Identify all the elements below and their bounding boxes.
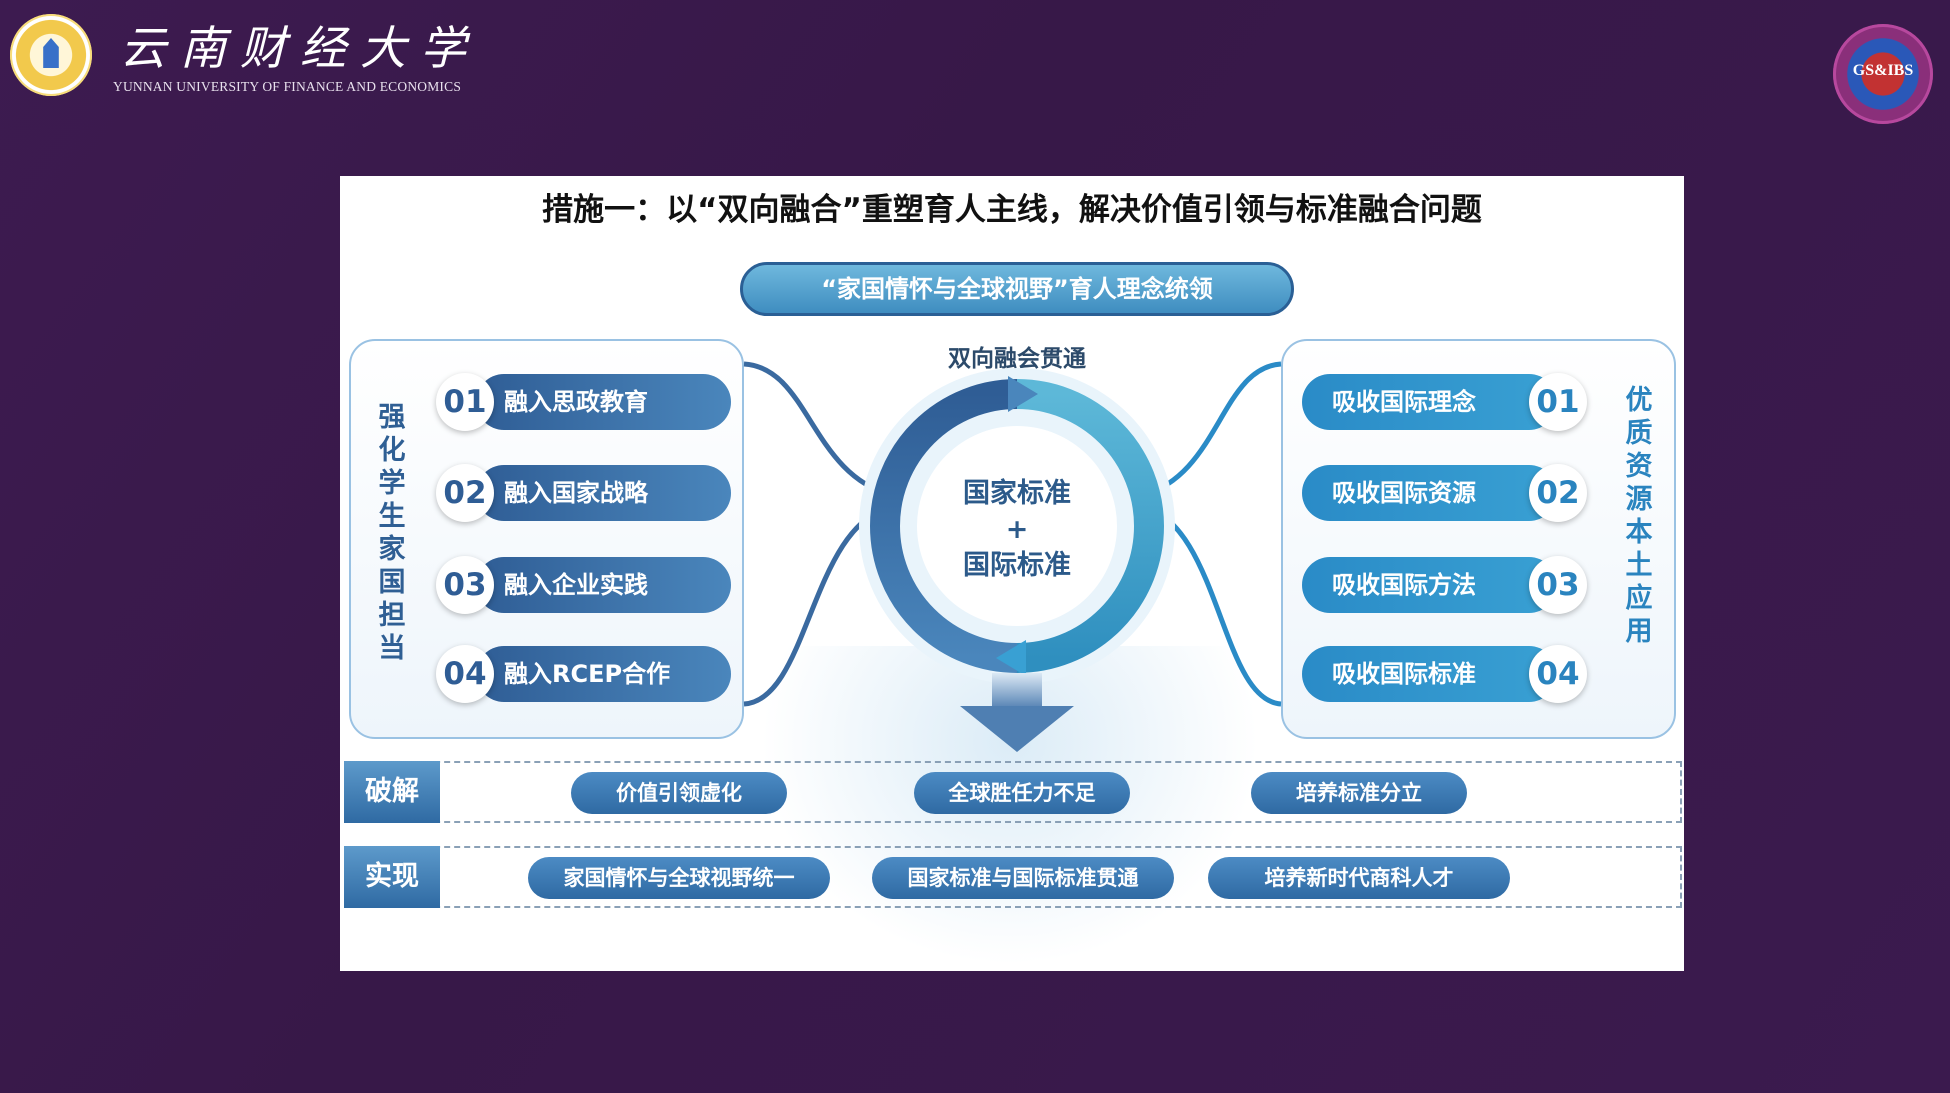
solve-tag: 破解 <box>344 761 440 823</box>
achieve-chip: 培养新时代商科人才 <box>1208 857 1510 899</box>
left-item-label: 融入国家战略 <box>476 465 731 521</box>
left-item-number: 01 <box>436 373 494 431</box>
left-item-label: 融入企业实践 <box>476 557 731 613</box>
university-name-en: YUNNAN UNIVERSITY OF FINANCE AND ECONOMI… <box>113 79 462 94</box>
right-item-number: 03 <box>1529 556 1587 614</box>
center-subtitle: 双向融会贯通 <box>948 346 1086 372</box>
achieve-chip: 国家标准与国际标准贯通 <box>872 857 1174 899</box>
university-logo-icon <box>10 14 92 96</box>
partner-school-logo-icon: GS&IBS <box>1833 24 1933 124</box>
right-item-label: 吸收国际标准 <box>1302 646 1557 702</box>
left-item-number: 03 <box>436 556 494 614</box>
partner-logo-text: GS&IBS <box>1852 62 1914 79</box>
ring-right-arc <box>1016 379 1164 673</box>
solve-chip: 全球胜任力不足 <box>914 772 1130 814</box>
right-item-number: 01 <box>1529 373 1587 431</box>
achieve-chip: 家国情怀与全球视野统一 <box>528 857 830 899</box>
right-item: 吸收国际方法 03 <box>1302 556 1599 614</box>
right-item-label: 吸收国际方法 <box>1302 557 1557 613</box>
down-arrow-head <box>960 706 1074 752</box>
solve-chip: 价值引领虚化 <box>571 772 787 814</box>
ring-arrow-top <box>1008 376 1038 412</box>
left-item-label: 融入思政教育 <box>476 374 731 430</box>
left-item: 融入国家战略 02 <box>436 464 733 522</box>
right-item: 吸收国际资源 02 <box>1302 464 1599 522</box>
left-item-number: 02 <box>436 464 494 522</box>
left-item: 融入企业实践 03 <box>436 556 733 614</box>
ring-arrow-bottom <box>996 640 1026 676</box>
slide-title: 措施一：以“双向融合”重塑育人主线，解决价值引领与标准融合问题 <box>542 192 1482 228</box>
left-item: 融入思政教育 01 <box>436 373 733 431</box>
right-item-label: 吸收国际理念 <box>1302 374 1557 430</box>
center-label: 国家标准 + 国际标准 <box>897 476 1137 584</box>
solve-chip: 培养标准分立 <box>1251 772 1467 814</box>
right-item-number: 02 <box>1529 464 1587 522</box>
left-item-number: 04 <box>436 645 494 703</box>
left-item: 融入RCEP合作 04 <box>436 645 733 703</box>
center-line-1: 国家标准 <box>963 478 1071 509</box>
right-item: 吸收国际理念 01 <box>1302 373 1599 431</box>
right-item-label: 吸收国际资源 <box>1302 465 1557 521</box>
right-item: 吸收国际标准 04 <box>1302 645 1599 703</box>
achieve-tag: 实现 <box>344 846 440 908</box>
ring-left-arc <box>870 379 1018 673</box>
connector-diagram <box>743 361 1282 752</box>
center-line-2: 国际标准 <box>963 550 1071 581</box>
center-plus: + <box>1005 514 1029 545</box>
slide-image: 措施一：以“双向融合”重塑育人主线，解决价值引领与标准融合问题 “家国情怀与全球… <box>340 176 1684 971</box>
right-vertical-label: 优质资源本土应用 <box>1625 385 1653 647</box>
down-arrow-shaft <box>992 673 1042 707</box>
concept-banner: “家国情怀与全球视野”育人理念统领 <box>740 262 1294 316</box>
left-item-label: 融入RCEP合作 <box>476 646 731 702</box>
university-name-cn: 云南财经大学 <box>120 21 480 75</box>
left-vertical-label: 强化学生家国担当 <box>378 402 406 664</box>
right-item-number: 04 <box>1529 645 1587 703</box>
